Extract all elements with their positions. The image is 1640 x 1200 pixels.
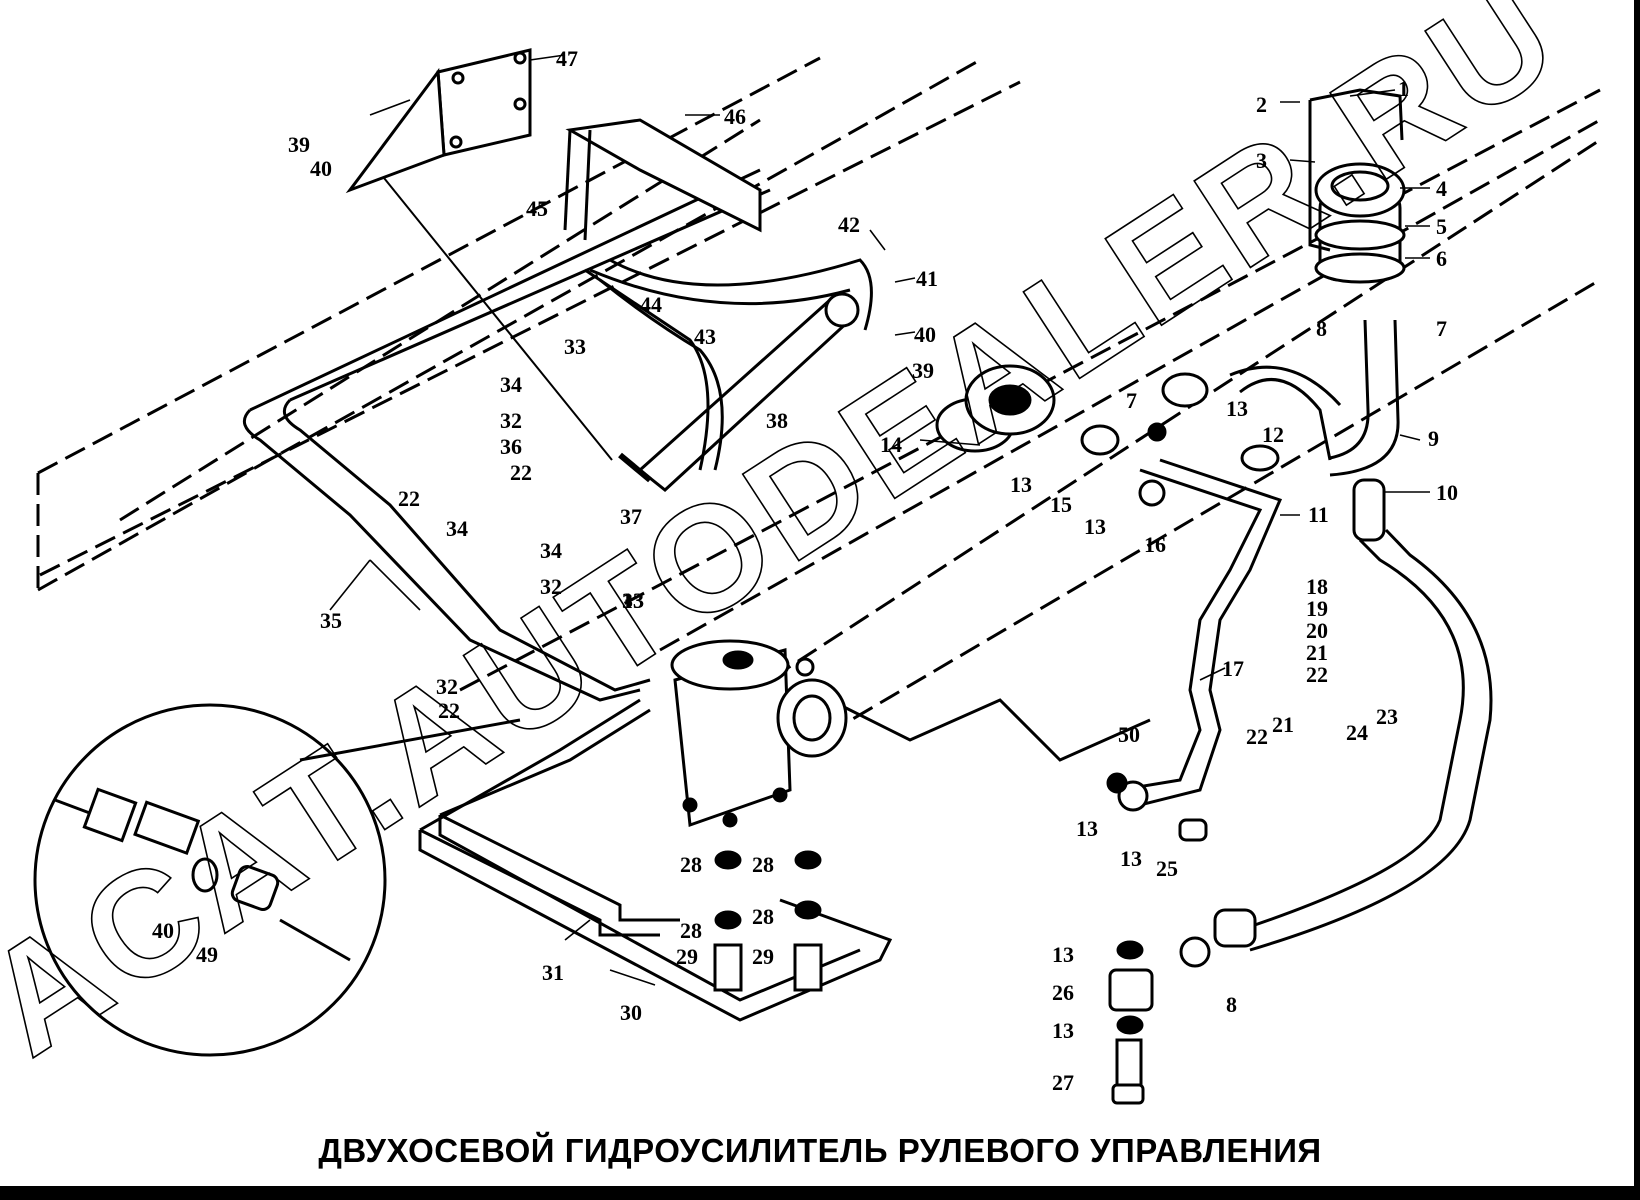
callout-39: 39: [912, 358, 934, 383]
callout-43: 43: [694, 324, 716, 349]
callout-29: 29: [676, 944, 698, 969]
callout-22: 22: [1306, 662, 1328, 687]
callout-40: 40: [914, 322, 936, 347]
leader-lines: [329, 54, 1430, 986]
callout-13: 13: [1076, 816, 1098, 841]
callout-41: 41: [916, 266, 938, 291]
callout-8: 8: [1316, 316, 1327, 341]
callout-14: 14: [880, 432, 902, 457]
callout-13: 13: [1052, 1018, 1074, 1043]
callout-34: 34: [540, 538, 562, 563]
callout-44: 44: [640, 292, 662, 317]
callout-6: 6: [1436, 246, 1447, 271]
callout-8: 8: [1226, 992, 1237, 1017]
callout-13: 13: [1084, 514, 1106, 539]
callout-37: 37: [620, 504, 642, 529]
callout-34: 34: [500, 372, 522, 397]
callout-20: 20: [1306, 618, 1328, 643]
callout-28: 28: [680, 918, 702, 943]
fittings: [713, 772, 1211, 1105]
callout-17: 17: [1222, 656, 1244, 681]
callout-26: 26: [1052, 980, 1074, 1005]
callout-21: 21: [1272, 712, 1294, 737]
callout-22: 22: [510, 460, 532, 485]
callout-12: 12: [1262, 422, 1284, 447]
callout-33: 33: [622, 588, 644, 613]
callout-11: 11: [1308, 502, 1329, 527]
callout-40: 40: [310, 156, 332, 181]
callout-30: 30: [620, 1000, 642, 1025]
callout-labels: 1 2 3 4 5 6 7 7 8 8 9 10 11 12 13 13 13 …: [152, 46, 1458, 1095]
callout-28: 28: [752, 852, 774, 877]
callout-16: 16: [1144, 532, 1166, 557]
callout-18: 18: [1306, 574, 1328, 599]
hoses: [1213, 319, 1493, 952]
watermark-text: ACAT.AUTODEALER.RU: [0, 0, 1588, 1088]
callout-15: 15: [1050, 492, 1072, 517]
callout-7: 7: [1126, 388, 1137, 413]
callout-42: 42: [838, 212, 860, 237]
callout-32: 32: [540, 574, 562, 599]
callout-22: 22: [1246, 724, 1268, 749]
callout-5: 5: [1436, 214, 1447, 239]
callout-36: 36: [500, 434, 522, 459]
callout-4: 4: [1436, 176, 1447, 201]
callout-22: 22: [398, 486, 420, 511]
callout-35: 35: [320, 608, 342, 633]
callout-50: 50: [1118, 722, 1140, 747]
callout-3: 3: [1256, 148, 1267, 173]
callout-32: 32: [500, 408, 522, 433]
callout-27: 27: [1052, 1070, 1074, 1095]
callout-46: 46: [724, 104, 746, 129]
callout-34: 34: [446, 516, 468, 541]
callout-25: 25: [1156, 856, 1178, 881]
valve-assembly: [935, 364, 1280, 507]
callout-49: 49: [196, 942, 218, 967]
callout-9: 9: [1428, 426, 1439, 451]
cylinder-and-hoses: [563, 118, 873, 492]
callout-13: 13: [1226, 396, 1248, 421]
callout-7: 7: [1436, 316, 1447, 341]
callout-13: 13: [1010, 472, 1032, 497]
callout-32: 32: [436, 674, 458, 699]
callout-19: 19: [1306, 596, 1328, 621]
callout-21: 21: [1306, 640, 1328, 665]
callout-13: 13: [1120, 846, 1142, 871]
callout-33: 33: [564, 334, 586, 359]
callout-47: 47: [556, 46, 578, 71]
reservoir: [1308, 88, 1406, 284]
bracket-plate: [345, 48, 613, 461]
callout-10: 10: [1436, 480, 1458, 505]
callout-28: 28: [680, 852, 702, 877]
callout-29: 29: [752, 944, 774, 969]
callout-2: 2: [1256, 92, 1267, 117]
callout-40: 40: [152, 918, 174, 943]
steering-gear: [670, 639, 848, 828]
callout-39: 39: [288, 132, 310, 157]
callout-13: 13: [1052, 942, 1074, 967]
callout-1: 1: [1398, 76, 1409, 101]
callout-23: 23: [1376, 704, 1398, 729]
diagram-title: ДВУХОСЕВОЙ ГИДРОУСИЛИТЕЛЬ РУЛЕВОГО УПРАВ…: [318, 1132, 1322, 1169]
detail-inset: [33, 703, 521, 1057]
callout-24: 24: [1346, 720, 1368, 745]
callout-13: 13: [622, 588, 644, 613]
callout-22: 22: [438, 698, 460, 723]
callout-31: 31: [542, 960, 564, 985]
callout-38: 38: [766, 408, 788, 433]
callout-28: 28: [752, 904, 774, 929]
callout-45: 45: [526, 196, 548, 221]
